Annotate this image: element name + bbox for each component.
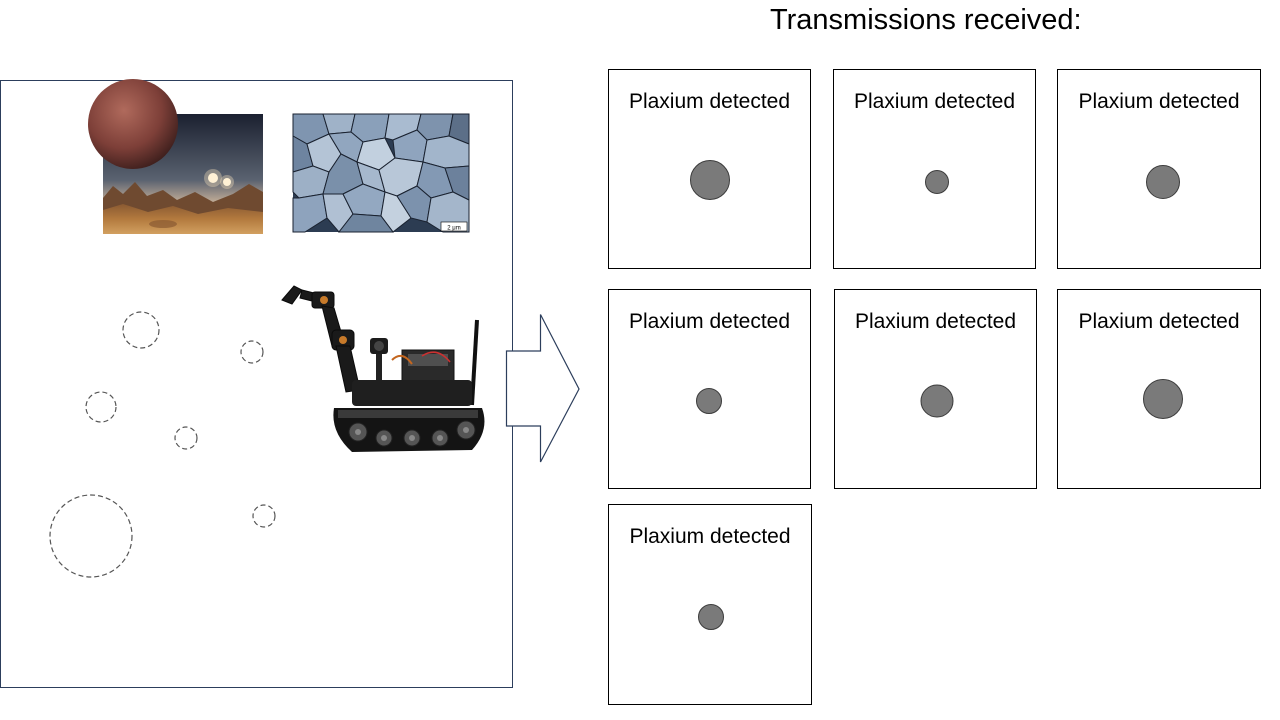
transmission-card: Plaxium detected — [608, 289, 811, 489]
crater-outlines — [49, 311, 276, 578]
plaxium-blob — [925, 170, 949, 194]
card-label: Plaxium detected — [629, 525, 791, 548]
transmission-card: Plaxium detected — [1057, 69, 1261, 269]
microscope-crystals-image: 2 μm — [292, 113, 470, 233]
crater-2 — [240, 340, 264, 364]
plaxium-blob — [690, 160, 730, 200]
transmission-card: Plaxium detected — [608, 69, 811, 269]
transmission-card: Plaxium detected — [1057, 289, 1261, 489]
scale-bar-label: 2 μm — [447, 226, 460, 232]
plaxium-blob — [1143, 379, 1183, 419]
card-label: Plaxium detected — [853, 90, 1016, 113]
card-label: Plaxium detected — [1078, 90, 1240, 113]
plaxium-blob — [920, 384, 954, 418]
crater-6 — [252, 504, 276, 528]
plaxium-blob — [1146, 165, 1180, 199]
transmissions-heading: Transmissions received: — [770, 4, 1082, 36]
transmission-card: Plaxium detected — [834, 289, 1037, 489]
transmission-card: Plaxium detected — [833, 69, 1036, 269]
transmission-card: Plaxium detected — [608, 504, 812, 705]
transmission-arrow — [505, 314, 580, 463]
crater-1 — [122, 311, 160, 349]
card-label: Plaxium detected — [1078, 310, 1240, 333]
card-label: Plaxium detected — [628, 90, 791, 113]
crater-5 — [49, 494, 133, 578]
plaxium-blob — [698, 604, 724, 630]
robot-rover-image — [281, 285, 485, 452]
planet-landscape-image — [88, 79, 263, 234]
crater-3 — [85, 391, 117, 423]
crater-4 — [174, 426, 198, 450]
card-label: Plaxium detected — [628, 310, 791, 333]
card-label: Plaxium detected — [854, 310, 1017, 333]
plaxium-blob — [696, 388, 722, 414]
